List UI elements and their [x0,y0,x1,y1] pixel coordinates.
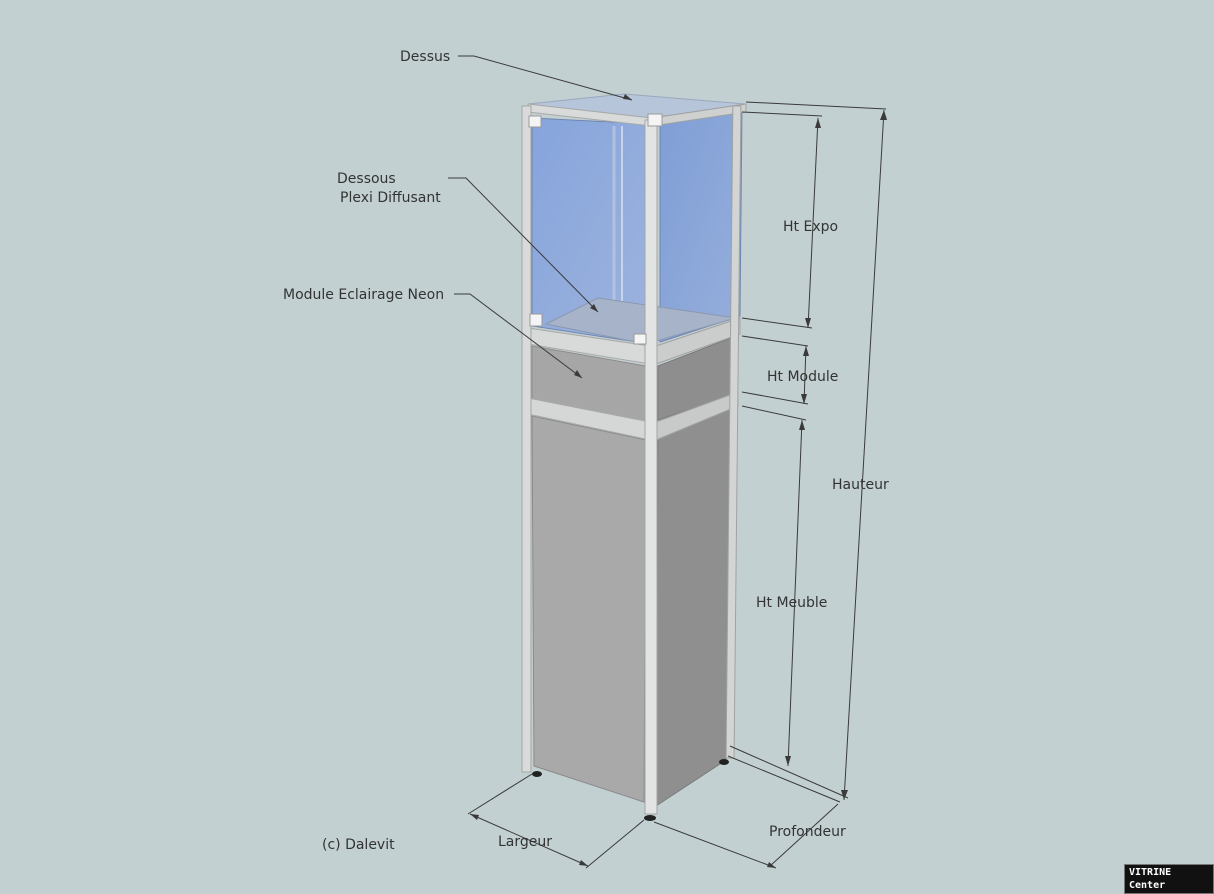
label-profondeur: Profondeur [769,824,846,840]
label-ht-meuble: Ht Meuble [756,595,827,611]
foot-front [644,815,656,821]
glass-side-panel [659,107,743,343]
label-ht-expo: Ht Expo [783,219,838,235]
label-plexi-diffusant: Plexi Diffusant [340,190,441,206]
post-left [521,105,532,773]
label-dessous: Dessous [337,171,396,187]
showcase-cabinet [521,93,747,821]
label-dessus: Dessus [400,49,450,65]
foot-left [532,771,542,777]
corner-connector-bottom-left [529,313,543,327]
foot-right [719,759,729,765]
post-right [725,105,742,759]
furniture-side-panel [655,405,735,807]
label-largeur: Largeur [498,834,552,850]
post-front [644,119,658,815]
labels: Dessus Dessous Plexi Diffusant Module Ec… [283,49,889,853]
label-copyright: (c) Dalevit [322,837,395,853]
label-module-eclairage: Module Eclairage Neon [283,287,444,303]
leader-lines [448,55,633,379]
furniture-front-panel [531,415,647,803]
corner-connector-bottom-front [633,333,647,345]
corner-connector-top-front [647,113,663,127]
watermark-badge: VITRINE Center [1124,864,1214,894]
corner-connector-top-left [528,115,542,128]
label-hauteur: Hauteur [832,477,889,493]
dimension-lines [467,101,887,869]
label-ht-module: Ht Module [767,369,838,385]
